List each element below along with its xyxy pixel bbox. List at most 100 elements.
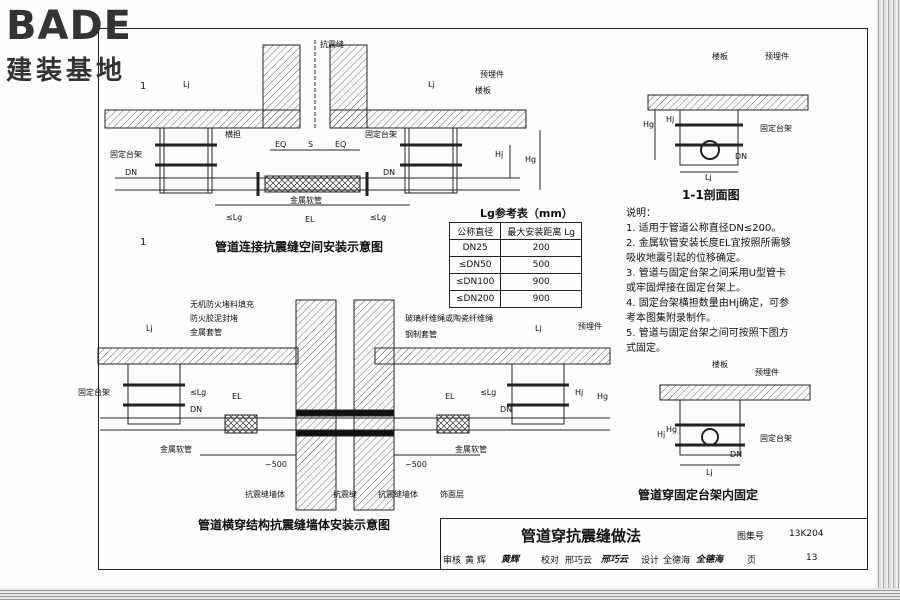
table-cell: 900 — [500, 273, 582, 291]
bottom-embed-label: 预埋件 — [578, 322, 602, 331]
section-slab-label: 楼板 — [712, 52, 728, 61]
eq1-label: EQ — [275, 140, 287, 149]
lg-table-title: Lg参考表（mm） — [480, 207, 573, 220]
bottom-el-right: EL — [445, 392, 455, 401]
page-number: 13 — [806, 553, 818, 563]
sealant-label: 防火胶泥封堵 — [190, 314, 238, 323]
design-label: 设计 — [641, 556, 660, 566]
check-label: 校对 — [541, 556, 560, 566]
inner-hj-label: Hj — [657, 430, 666, 439]
eq2-label: EQ — [335, 140, 347, 149]
top-pipe — [115, 130, 541, 206]
hose-label: 金属软管 — [290, 196, 322, 205]
inner-hg-label: Hg — [666, 425, 678, 434]
title-block: 管道穿抗震缝做法 图集号 13K204 审核 黄 辉 黄辉 校对 邢巧云 邢巧云… — [440, 518, 867, 569]
embed-label: 预埋件 — [480, 70, 504, 79]
notes: 说明： 1. 适用于管道公称直径DN≤200。 2. 金属软管安装长度EL宜按照… — [626, 206, 796, 356]
logo-chinese: 建装基地 — [6, 56, 127, 86]
inner-dn-label: DN — [730, 450, 743, 459]
inner-bracket-label: 固定台架 — [760, 434, 792, 443]
metal-pipe-label: 金属套管 — [190, 328, 222, 337]
inner-embed-label: 预埋件 — [755, 368, 779, 377]
page-label: 页 — [747, 556, 757, 566]
section-embed-label: 预埋件 — [765, 52, 789, 61]
checker-name: 邢巧云 — [565, 556, 593, 566]
section-lj-label: Lj — [705, 173, 712, 182]
dn-left-label: DN — [125, 168, 138, 177]
section-view — [647, 94, 809, 173]
hj-label: Hj — [495, 150, 504, 159]
bottom-hj-label: Hj — [575, 388, 584, 397]
logo-brand: BADE — [6, 3, 132, 49]
inner-slab-label: 楼板 — [712, 360, 728, 369]
bottom-slab — [97, 299, 611, 511]
lg-right-label: ≤Lg — [370, 213, 387, 222]
d500-left: ~500 — [265, 460, 287, 469]
bottom-lg-right: ≤Lg — [480, 388, 497, 397]
steel-sleeve-label: 钢制套管 — [405, 330, 437, 339]
lg-header-lg: 最大安装距离 Lg — [500, 222, 582, 240]
note-item: 5. 管道与固定台架之间可按照下图方式固定。 — [626, 328, 789, 354]
section-mark-top: 1 — [140, 81, 147, 92]
bottom-lg-left: ≤Lg — [190, 388, 207, 397]
table-cell: ≤DN50 — [448, 256, 502, 274]
glassfiber-label: 玻璃纤维绳或陶瓷纤维绳 — [405, 314, 493, 323]
drawing-sheet: BADE 建装基地 — [0, 0, 878, 590]
top-brackets — [155, 127, 462, 194]
table-cell: ≤DN200 — [448, 290, 502, 308]
bottom-dn-left: DN — [190, 405, 203, 414]
seam-label: 抗震缝 — [320, 40, 344, 49]
bottom-diagram-title: 管道横穿结构抗震缝墙体安装示意图 — [198, 518, 391, 532]
section-dn-label: DN — [735, 152, 748, 161]
review-signature: 黄辉 — [501, 555, 520, 565]
lj-bottom-right: Lj — [535, 324, 542, 333]
bottom-hose-left: 金属软管 — [160, 445, 192, 454]
table-cell: 900 — [500, 290, 582, 308]
designer-name: 全德海 — [663, 556, 691, 566]
wall-right-label: 抗震缝墙体 — [378, 490, 418, 499]
section-view-title: 1-1剖面图 — [682, 188, 740, 202]
bottom-bracket-label: 固定台架 — [78, 388, 110, 397]
notes-heading: 说明： — [626, 208, 656, 219]
fireproof-label: 无机防火堵料填充 — [190, 300, 254, 309]
bottom-dn-right: DN — [500, 405, 513, 414]
inner-lj-label: Lj — [706, 468, 713, 477]
note-item: 2. 金属软管安装长度EL宜按照所需够吸收地震引起的位移确定。 — [626, 238, 791, 264]
bottom-hose-right: 金属软管 — [455, 445, 487, 454]
table-cell: 500 — [500, 256, 582, 274]
dn-right-label: DN — [383, 168, 396, 177]
bottom-brackets — [123, 363, 569, 425]
drawing-graphics — [97, 40, 811, 511]
bracket-left-label: 固定台架 — [110, 150, 142, 159]
note-item: 3. 管道与固定台架之间采用U型管卡或牢固焊接在固定台架上。 — [626, 268, 787, 294]
drawing-frame — [98, 28, 868, 570]
design-signature: 全德海 — [696, 555, 724, 565]
section-bracket-label: 固定台架 — [760, 124, 792, 133]
lj-left-label: Lj — [183, 80, 190, 89]
section-hg-label: Hg — [643, 120, 655, 129]
wall-left-label: 抗震缝墙体 — [245, 490, 285, 499]
atlas-label: 图集号 — [737, 532, 765, 542]
lj-bottom-left: Lj — [146, 324, 153, 333]
table-cell: 200 — [500, 239, 582, 257]
top-slab — [104, 40, 527, 130]
atlas-number: 13K204 — [789, 529, 824, 539]
inner-fix-view — [659, 384, 811, 466]
review-label: 审核 — [443, 556, 462, 566]
s-label: S — [308, 140, 314, 149]
section-mark-bottom: 1 — [140, 237, 147, 248]
lg-header-dn: 公称直径 — [448, 222, 502, 240]
bottom-seam-label: 抗震缝 — [333, 490, 357, 499]
section-hj-label: Hj — [666, 115, 675, 124]
lg-table-header: 公称直径 最大安装距离 Lg — [448, 222, 582, 240]
binder-edge — [876, 0, 900, 600]
bottom-pipe — [100, 414, 610, 456]
bracket-right-label: 固定台架 — [365, 130, 397, 139]
inner-fix-title: 管道穿固定台架内固定 — [638, 488, 759, 502]
reviewer-name: 黄 辉 — [465, 556, 486, 566]
